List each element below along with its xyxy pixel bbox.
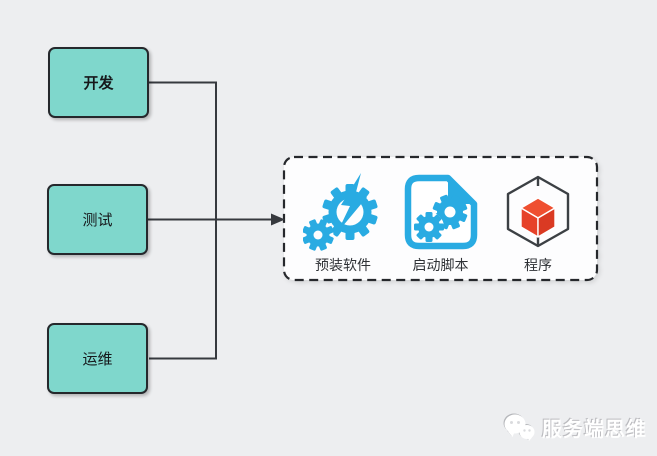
script-file-icon [404, 174, 477, 250]
flow-node-test: 测试 [47, 184, 148, 255]
arrowhead-icon [271, 213, 285, 226]
flow-node-dev-label: 开发 [83, 75, 114, 92]
flow-node-test-label: 测试 [82, 212, 113, 229]
watermark-text: 服务端思维 [542, 418, 647, 441]
package-item-program: 程序 [490, 171, 586, 275]
flow-node-ops-label: 运维 [82, 351, 113, 368]
package-item-preinstalled-software: 预装软件 [295, 171, 391, 275]
package-container: 预装软件 [283, 156, 598, 281]
gear-lightning-icon [303, 173, 378, 251]
cube-icon [506, 175, 570, 248]
flow-node-dev: 开发 [48, 47, 149, 118]
package-item-label: 程序 [524, 257, 552, 273]
package-item-label: 预装软件 [315, 257, 371, 273]
package-item-label: 启动脚本 [412, 257, 469, 273]
package-item-startup-script: 启动脚本 [393, 171, 489, 275]
watermark: 服务端思维 [503, 412, 647, 442]
flow-node-ops: 运维 [47, 323, 148, 394]
wechat-icon [504, 414, 535, 441]
